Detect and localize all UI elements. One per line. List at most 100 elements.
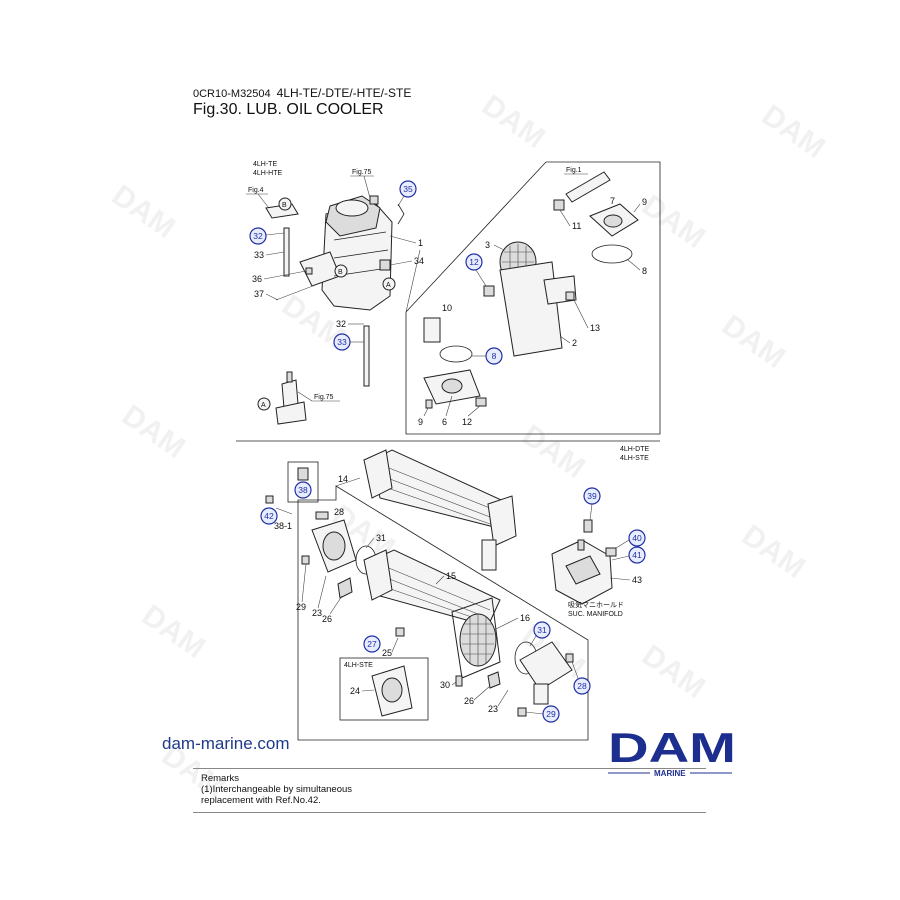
remarks-top-rule bbox=[193, 768, 706, 769]
callout-number: 27 bbox=[367, 639, 377, 649]
part-number: 43 bbox=[632, 575, 642, 585]
remarks-title: Remarks bbox=[201, 773, 240, 784]
figure-ref: Fig.75 bbox=[314, 394, 334, 401]
part-number: 32 bbox=[336, 319, 346, 329]
document-code: 0CR10-M32504 4LH-TE/-DTE/-HTE/-STE bbox=[193, 86, 411, 100]
watermark: DAM bbox=[716, 309, 791, 375]
watermark: DAM bbox=[756, 99, 831, 165]
callout-circle bbox=[249, 227, 267, 245]
callout-number: 8 bbox=[492, 351, 497, 361]
logo-text: DAM bbox=[608, 726, 736, 771]
callout-number: 33 bbox=[337, 337, 347, 347]
part-number: 12 bbox=[462, 417, 472, 427]
marker-a: A bbox=[386, 282, 391, 289]
remarks: Remarks (1)Interchangeable by simultaneo… bbox=[201, 773, 352, 806]
part-number: 14 bbox=[338, 474, 348, 484]
part-number: 9 bbox=[418, 417, 423, 427]
callout-number: 29 bbox=[546, 709, 556, 719]
callout-circle bbox=[294, 481, 312, 499]
figure-title: Fig.30. LUB. OIL COOLER bbox=[193, 101, 384, 118]
part-number: 23 bbox=[312, 608, 322, 618]
watermark: DAM bbox=[736, 519, 811, 585]
callout-number: 38 bbox=[298, 485, 308, 495]
inset-label: 4LH-STE bbox=[344, 662, 373, 669]
doc-code: 0CR10-M32504 bbox=[193, 88, 271, 100]
top-right-exploded-view: Fig.1 11 7 9 8 3 13 2 12 10 bbox=[405, 161, 661, 435]
part-number: 2 bbox=[572, 338, 577, 348]
part-number: 11 bbox=[572, 221, 581, 231]
part-number: 30 bbox=[440, 680, 450, 690]
part-number: 26 bbox=[322, 614, 332, 624]
callout-number: 39 bbox=[587, 491, 597, 501]
part-number: 16 bbox=[520, 613, 530, 623]
part-number: 37 bbox=[254, 289, 264, 299]
model-label: 4LH-HTE bbox=[253, 170, 283, 177]
part-number: 13 bbox=[590, 323, 600, 333]
inset-box bbox=[339, 657, 429, 721]
remarks-bottom-rule bbox=[193, 812, 706, 813]
part-number: 26 bbox=[464, 696, 474, 706]
model-list: 4LH-TE/-DTE/-HTE/-STE bbox=[276, 86, 412, 100]
part-number: 10 bbox=[442, 303, 452, 313]
part-number: 31 bbox=[376, 533, 386, 543]
callout-number: 35 bbox=[403, 184, 413, 194]
remarks-line: replacement with Ref.No.42. bbox=[201, 795, 321, 806]
logo-subtext: MARINE bbox=[654, 769, 686, 778]
part-number: 3 bbox=[485, 240, 490, 250]
model-label: 4LH-TE bbox=[253, 161, 277, 168]
part-number: 8 bbox=[642, 266, 647, 276]
model-label: 4LH-STE bbox=[620, 455, 649, 462]
remarks-line: (1)Interchangeable by simultaneous bbox=[201, 784, 353, 795]
callout-number: 42 bbox=[264, 511, 274, 521]
part-number: 15 bbox=[446, 571, 456, 581]
part-number: 23 bbox=[488, 704, 498, 714]
top-left-assembly: 4LH-TE 4LH-HTE Fig.4 Fig.75 B B A 33 bbox=[246, 161, 424, 425]
callout-circle bbox=[465, 253, 483, 271]
bottom-frame bbox=[297, 485, 589, 741]
website-link[interactable]: dam-marine.com bbox=[162, 734, 290, 753]
callout-circle bbox=[533, 621, 551, 639]
marker-a-circle bbox=[257, 397, 271, 411]
callout-circle bbox=[363, 635, 381, 653]
callout-circle bbox=[573, 677, 591, 695]
callout-circle bbox=[628, 529, 646, 547]
watermark: DAM bbox=[636, 189, 711, 255]
marker-b: B bbox=[338, 269, 343, 276]
manifold-label-jp: 吸気マニホールド bbox=[568, 600, 624, 609]
callout-number: 31 bbox=[537, 625, 547, 635]
figure-ref: Fig.75 bbox=[352, 169, 372, 176]
part-number: 36 bbox=[252, 274, 262, 284]
part-number: 7 bbox=[610, 196, 615, 206]
callout-number: 40 bbox=[632, 533, 642, 543]
marker-b-circle bbox=[278, 197, 292, 211]
part-number: 28 bbox=[334, 507, 344, 517]
watermark: DAM bbox=[516, 419, 591, 485]
part-number: 1 bbox=[418, 238, 423, 248]
model-label: 4LH-DTE bbox=[620, 446, 650, 453]
callout-number: 28 bbox=[577, 681, 587, 691]
watermark: DAM bbox=[116, 399, 191, 465]
part-number: 33 bbox=[254, 250, 264, 260]
manifold-label-en: SUC. MANIFOLD bbox=[568, 611, 623, 618]
watermark: DAM bbox=[636, 639, 711, 705]
marker-b: B bbox=[282, 202, 287, 209]
callout-number: 41 bbox=[632, 550, 642, 560]
figure-ref: Fig.1 bbox=[566, 167, 582, 174]
exploded-view-frame bbox=[405, 161, 661, 435]
watermark: DAM bbox=[106, 179, 181, 245]
figure-ref: Fig.4 bbox=[248, 187, 264, 194]
callout-number: 12 bbox=[469, 257, 479, 267]
watermark: DAM bbox=[476, 89, 551, 155]
part-number: 29 bbox=[296, 602, 306, 612]
marker-b-circle bbox=[334, 264, 348, 278]
part-number: 6 bbox=[442, 417, 447, 427]
callout-circle bbox=[260, 507, 278, 525]
part-number: 34 bbox=[414, 256, 424, 266]
bottom-assembly: 4LH-DTE 4LH-STE 14 38 42 38-1 28 31 29 bbox=[260, 446, 650, 741]
part-number: 38-1 bbox=[274, 521, 292, 531]
part-number: 9 bbox=[642, 197, 647, 207]
dam-marine-logo: DAM MARINE bbox=[608, 726, 736, 778]
marker-a: A bbox=[261, 402, 266, 409]
watermark: DAM bbox=[136, 599, 211, 665]
